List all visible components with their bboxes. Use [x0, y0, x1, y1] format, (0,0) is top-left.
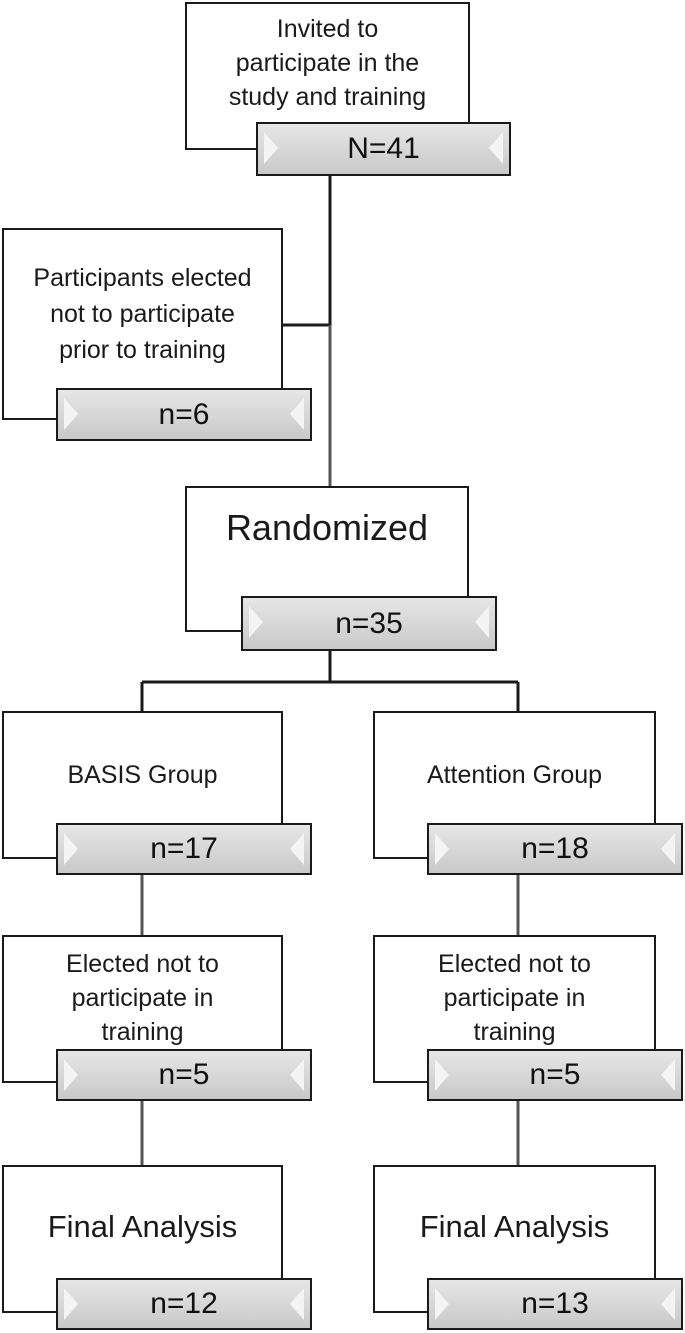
declined-prior-label: Participants elected not to participate … [33, 264, 252, 364]
invited-count: N=41 [256, 122, 511, 176]
attention-final-count: n=13 [427, 1278, 683, 1330]
randomized-count: n=35 [241, 596, 497, 651]
attention-declined-count: n=5 [427, 1049, 683, 1101]
basis-final-count: n=12 [56, 1278, 312, 1330]
declined-prior-count: n=6 [56, 388, 312, 441]
basis-group-count: n=17 [56, 823, 312, 875]
invited-label: Invited to participate in the study and … [228, 15, 427, 111]
basis-declined-label: Elected not to participate in training [66, 950, 219, 1046]
attention-declined-label: Elected not to participate in training [438, 950, 591, 1046]
attention-group-count: n=18 [427, 823, 683, 875]
basis-group-label: BASIS Group [67, 761, 218, 789]
attention-group-label: Attention Group [426, 761, 603, 789]
basis-final-label: Final Analysis [47, 1209, 238, 1244]
randomized-label: Randomized [225, 507, 429, 548]
attention-final-label: Final Analysis [419, 1209, 610, 1244]
basis-declined-count: n=5 [56, 1049, 312, 1101]
